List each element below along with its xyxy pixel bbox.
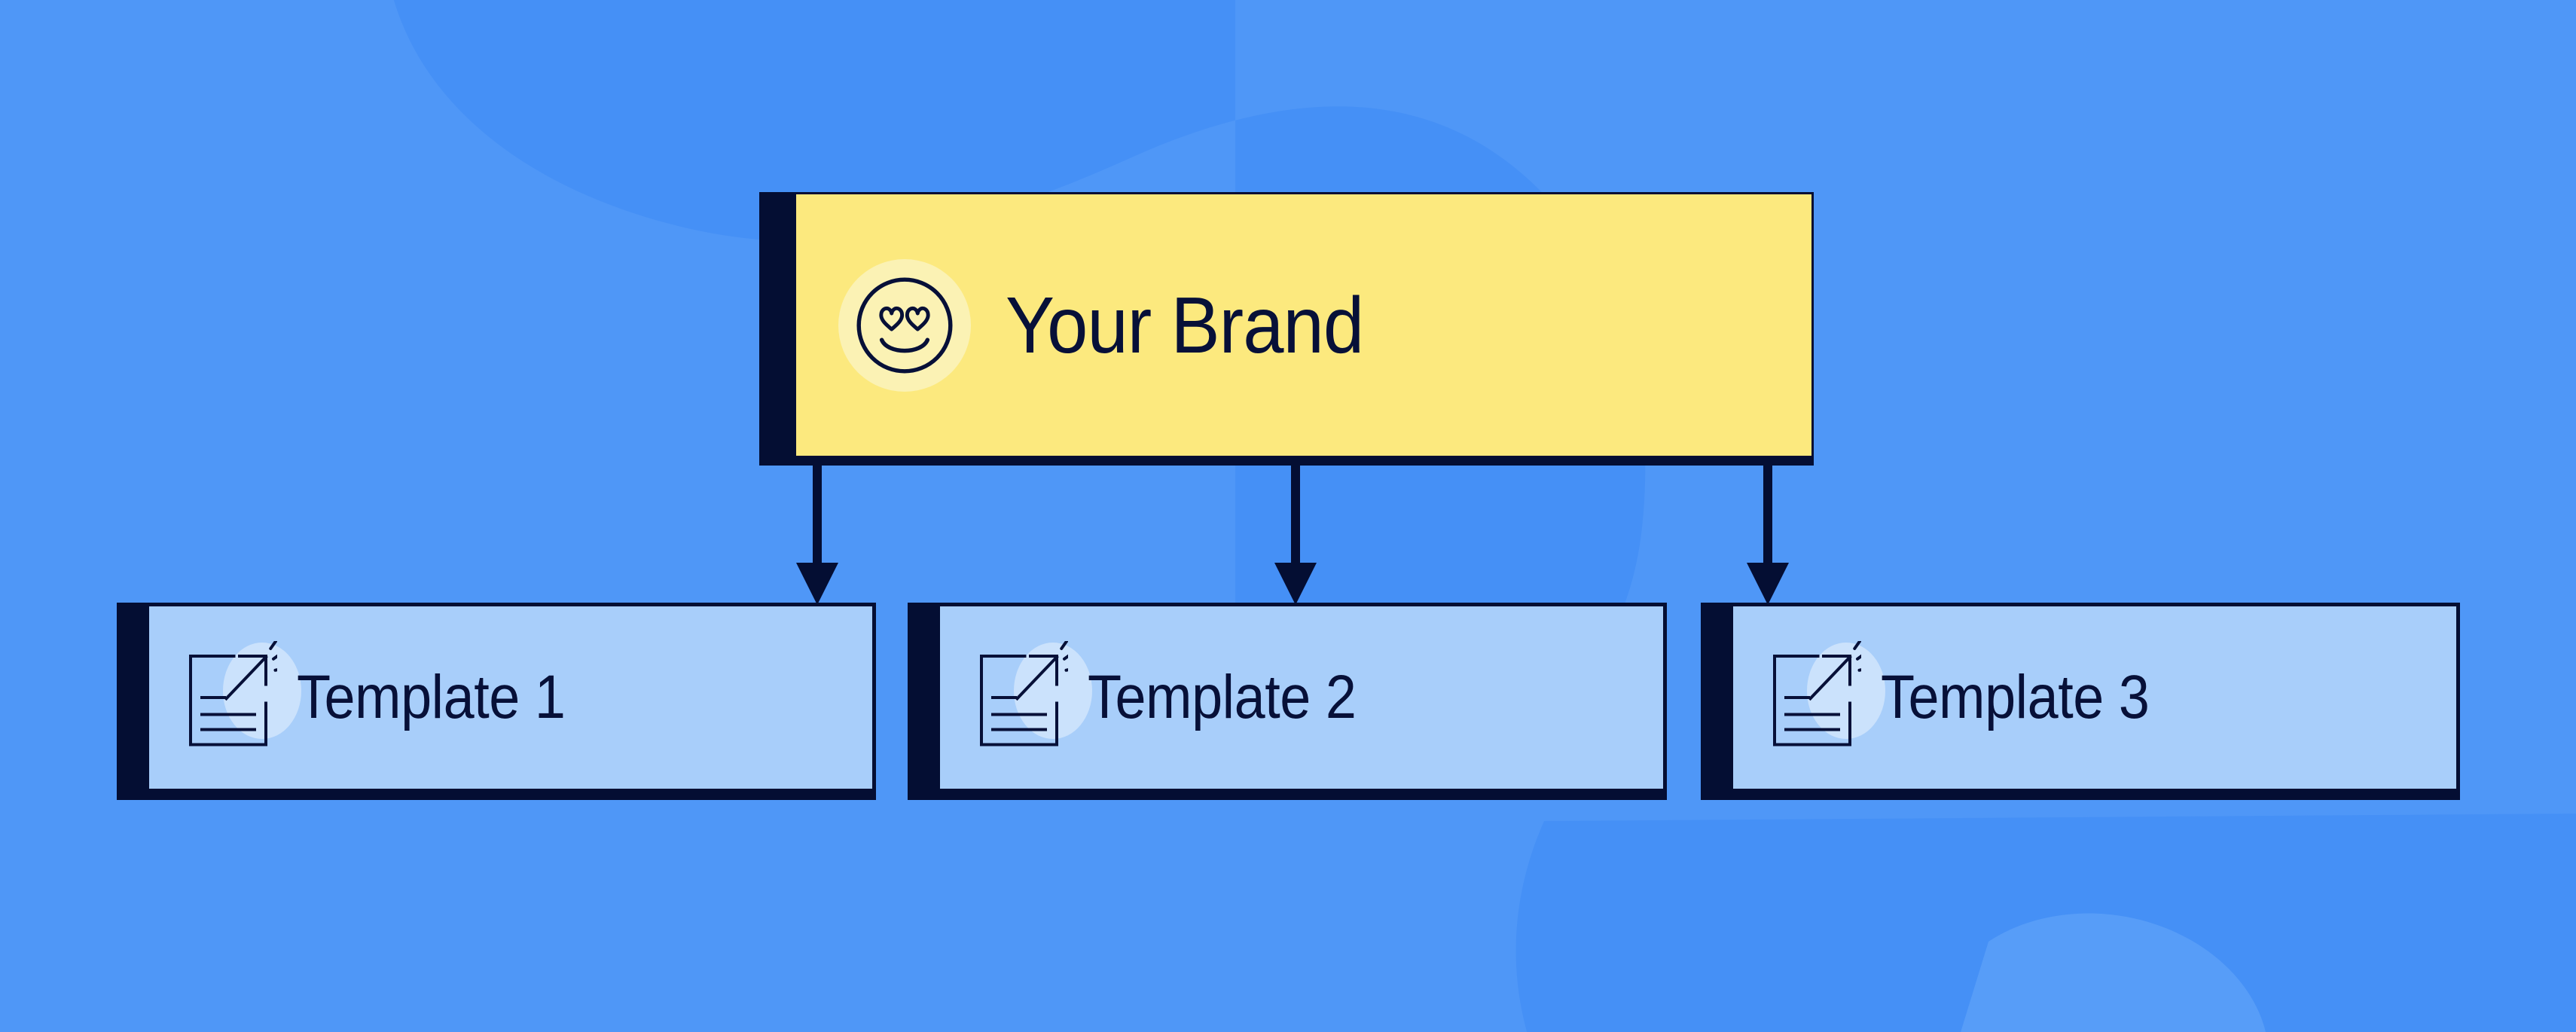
connector-arrowhead	[1274, 563, 1317, 605]
template-node-3[interactable]: Template 3	[1701, 603, 2460, 800]
connector-arrow-template-1	[796, 465, 838, 605]
template-node-face: Template 3	[1729, 603, 2460, 792]
template-node-face: Template 2	[936, 603, 1667, 792]
connector-stem	[813, 465, 822, 570]
connector-arrowhead	[796, 563, 838, 605]
brand-label: Your Brand	[1006, 280, 1364, 370]
template-label: Template 2	[1088, 663, 1357, 731]
template-node-2[interactable]: Template 2	[908, 603, 1667, 800]
template-icon-glow	[1807, 643, 1885, 739]
brand-node-face: Your Brand	[794, 192, 1814, 458]
template-label: Template 1	[297, 663, 566, 731]
connector-arrow-template-2	[1274, 465, 1317, 605]
connector-stem	[1291, 465, 1300, 570]
connector-arrow-template-3	[1747, 465, 1789, 605]
connector-arrowhead	[1747, 563, 1789, 605]
template-icon-glow	[1014, 643, 1092, 739]
connector-stem	[1763, 465, 1772, 570]
document-arrow-sparkle-icon	[179, 641, 301, 754]
document-arrow-sparkle-icon	[1763, 641, 1885, 754]
brand-node[interactable]: Your Brand	[759, 192, 1814, 466]
template-icon-glow	[223, 643, 301, 739]
document-arrow-sparkle-icon	[970, 641, 1092, 754]
template-label: Template 3	[1881, 663, 2150, 731]
template-node-face: Template 1	[145, 603, 876, 792]
template-node-1[interactable]: Template 1	[117, 603, 876, 800]
smiley-heart-eyes-icon	[838, 258, 971, 392]
